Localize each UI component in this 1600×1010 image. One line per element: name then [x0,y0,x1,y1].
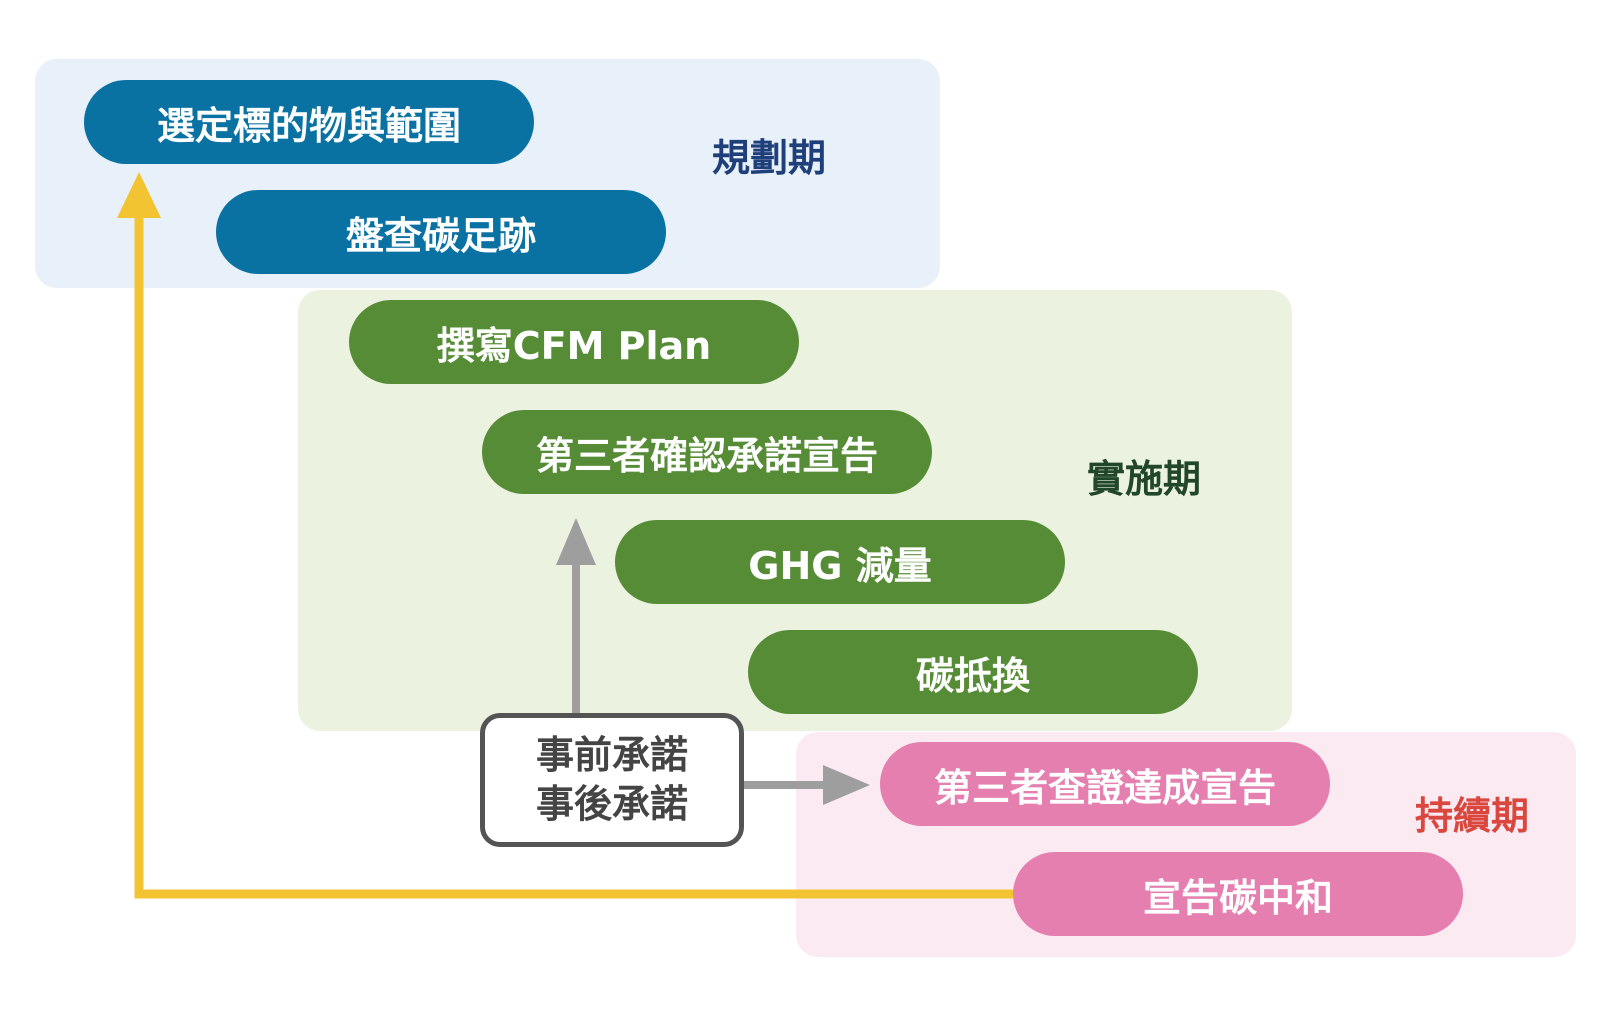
implementation-stage-label: 實施期 [1087,457,1202,501]
step-carbon-footprint-inventory: 盤查碳足跡 [216,190,666,274]
loop-back-arrow [134,196,1013,899]
step-ghg-reduction: GHG 減量 [615,520,1065,604]
commitment-right-arrowhead [823,765,870,805]
continuous-stage-label: 持續期 [1415,794,1530,838]
step-third-party-verification: 第三者查證達成宣告 [880,742,1330,826]
step-third-party-commitment: 第三者確認承諾宣告 [482,410,932,494]
commitment-up-arrowhead [556,518,596,565]
post-commitment-label: 事後承諾 [535,782,688,826]
step-select-scope: 選定標的物與範圍 [84,80,534,164]
step-carbon-offset: 碳抵換 [748,630,1198,714]
planning-stage-label: 規劃期 [712,136,827,180]
commitment-box: 事前承諾 事後承諾 [480,713,744,847]
pre-commitment-label: 事前承諾 [535,733,688,778]
step-write-cfm-plan: 撰寫CFM Plan [349,300,799,384]
loop-back-arrowhead [117,172,161,218]
step-declare-carbon-neutral: 宣告碳中和 [1013,852,1463,936]
